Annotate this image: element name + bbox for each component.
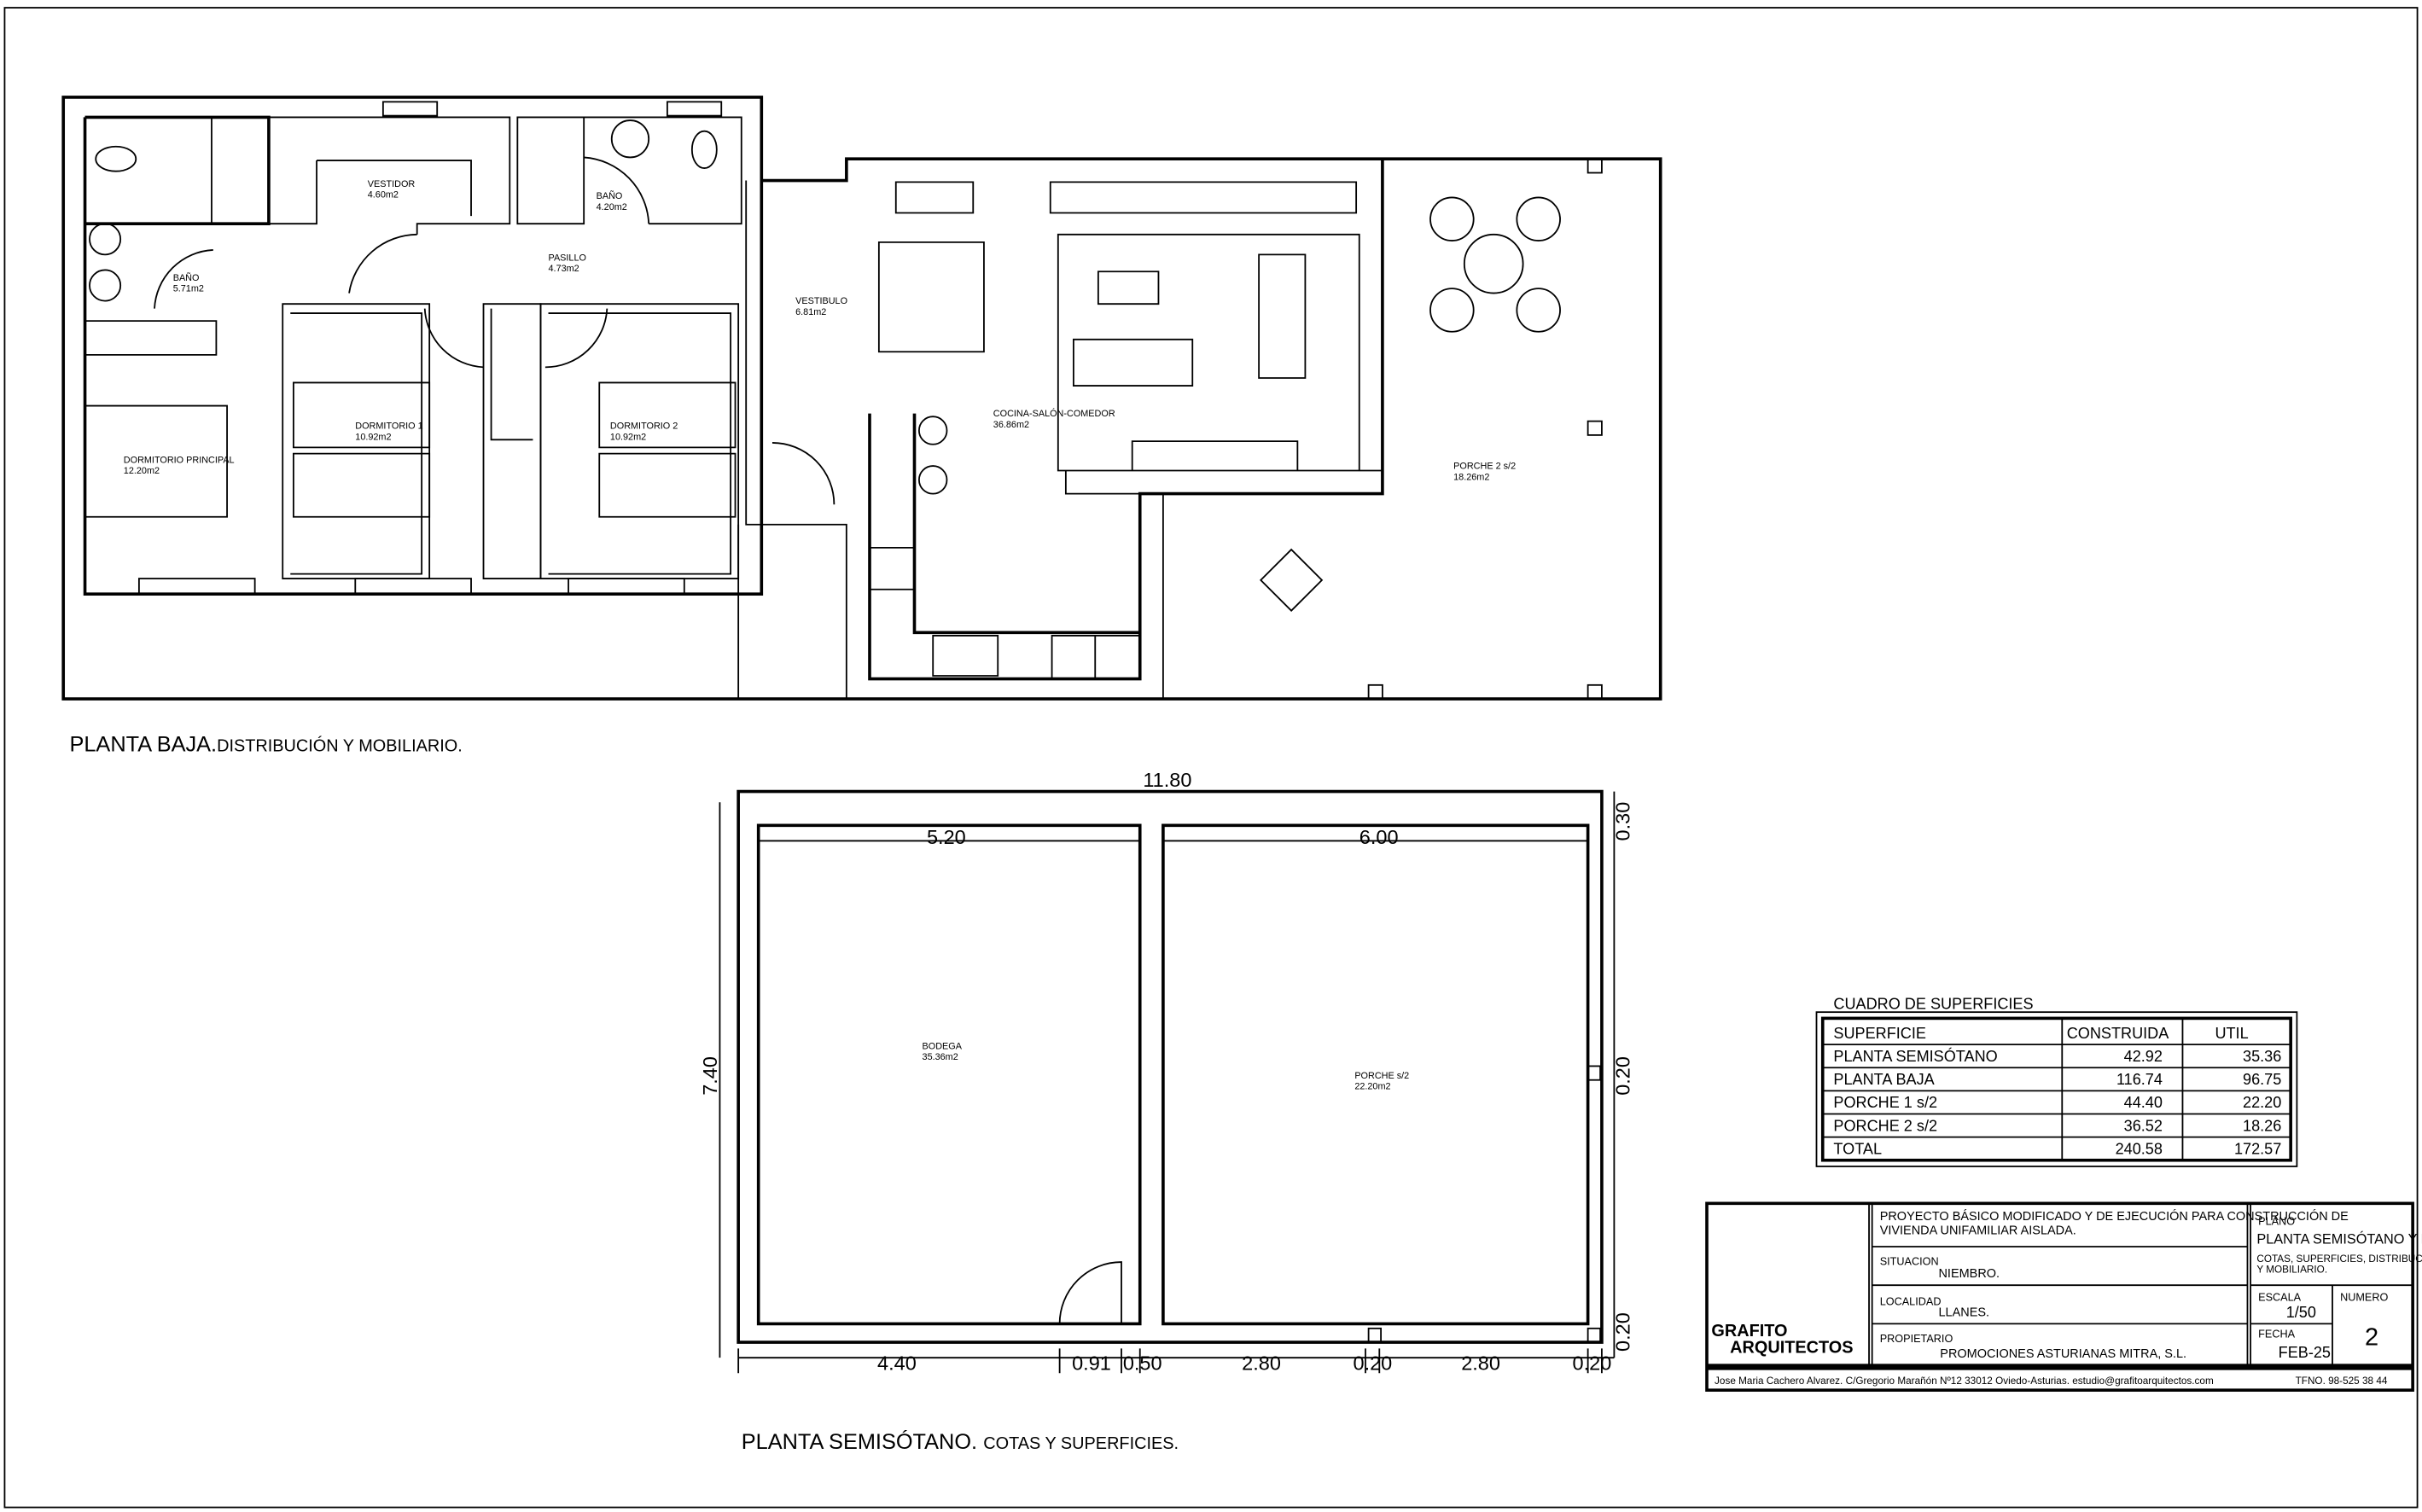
fecha-value: FEB-25 [2279, 1344, 2331, 1361]
room-area: 4.60m2 [368, 189, 399, 200]
room-name: BAÑO [173, 272, 200, 283]
plano-value: PLANTA SEMISÓTANO Y BAJA [2256, 1230, 2422, 1247]
svg-text:ARQUITECTOS: ARQUITECTOS [1730, 1339, 1853, 1358]
row-construida: 116.74 [2116, 1071, 2163, 1088]
room-area: 10.92m2 [355, 432, 391, 442]
room-name: PASILLO [549, 253, 586, 264]
row-label: TOTAL [1833, 1141, 1882, 1158]
row-label: PORCHE 1 s/2 [1833, 1094, 1937, 1111]
dim-bottom: 2.80 [1461, 1352, 1500, 1375]
dim-right-3: 0.20 [1611, 1312, 1633, 1352]
semisotano-dimensions: 11.80 5.20 6.00 7.40 0.30 0.20 0.20 4.40… [699, 769, 1634, 1374]
plano-label: PLANO [2258, 1216, 2295, 1228]
dim-right-width: 6.00 [1359, 826, 1399, 848]
room-name: VESTIDOR [368, 179, 416, 189]
localidad-label: LOCALIDAD [1880, 1296, 1942, 1308]
row-label: PLANTA BAJA [1833, 1071, 1935, 1088]
row-label: PLANTA SEMISÓTANO [1833, 1047, 1997, 1065]
header-superficie: SUPERFICIE [1833, 1025, 1926, 1042]
room-name: VESTIBULO [795, 296, 847, 306]
planta-baja-title: PLANTA BAJA.DISTRIBUCIÓN Y MOBILIARIO. [69, 733, 462, 757]
room-name: PORCHE 2 s/2 [1453, 462, 1516, 472]
dim-height: 7.40 [699, 1056, 721, 1096]
escala-value: 1/50 [2286, 1304, 2316, 1321]
room-name: PORCHE s/2 [1354, 1071, 1409, 1081]
row-construida: 36.52 [2124, 1117, 2163, 1134]
row-util: 96.75 [2243, 1071, 2281, 1088]
title-block: GRAFITO ARQUITECTOS PROYECTO BÁSICO MODI… [1705, 1201, 2422, 1392]
dim-bottom: 4.40 [877, 1352, 917, 1375]
dim-bottom: 0.91 [1072, 1352, 1111, 1375]
room-name: BODEGA [923, 1042, 963, 1052]
room-area: 6.81m2 [795, 307, 826, 317]
room-area: 4.73m2 [549, 264, 579, 274]
room-area: 4.20m2 [597, 202, 627, 212]
room-area: 12.20m2 [124, 466, 160, 476]
surface-table-title: CUADRO DE SUPERFICIES [1833, 996, 2033, 1013]
plano-desc1: COTAS, SUPERFICIES, DISTRIBUCIÓN [2256, 1253, 2422, 1265]
propietario-value: PROMOCIONES ASTURIANAS MITRA, S.L. [1940, 1347, 2186, 1361]
propietario-label: PROPIETARIO [1880, 1333, 1953, 1345]
room-name: DORMITORIO PRINCIPAL [124, 455, 235, 465]
row-util: 18.26 [2243, 1117, 2281, 1134]
dim-bottom: 0.20 [1354, 1352, 1393, 1375]
dim-left-width: 5.20 [927, 826, 966, 848]
row-util: 35.36 [2243, 1048, 2281, 1065]
row-construida: 240.58 [2116, 1141, 2163, 1158]
row-util: 172.57 [2234, 1141, 2281, 1158]
planta-semisotano-plan [719, 789, 1616, 1374]
room-name: BAÑO [597, 190, 623, 201]
room-area: 5.71m2 [173, 284, 204, 294]
dim-bottom: 2.80 [1242, 1352, 1281, 1375]
dim-total-width: 11.80 [1143, 769, 1191, 791]
row-util: 22.20 [2243, 1094, 2281, 1111]
room-name: DORMITORIO 2 [610, 422, 678, 432]
planta-baja-plan [61, 96, 1662, 701]
numero-value: 2 [2365, 1324, 2378, 1352]
row-construida: 42.92 [2124, 1048, 2163, 1065]
grafito-logo: GRAFITO ARQUITECTOS [1711, 1322, 1853, 1358]
plano-desc2: Y MOBILIARIO. [2256, 1265, 2327, 1276]
room-name: COCINA-SALÓN-COMEDOR [993, 408, 1115, 419]
row-label: PORCHE 2 s/2 [1833, 1117, 1937, 1134]
proyecto-line2: VIVIENDA UNIFAMILIAR AISLADA. [1880, 1224, 2076, 1238]
numero-label: NUMERO [2340, 1291, 2388, 1303]
row-construida: 44.40 [2124, 1094, 2163, 1111]
planta-baja-room-labels: VESTIDOR 4.60m2 BAÑO 4.20m2 PASILLO 4.73… [124, 179, 1516, 483]
header-util: UTIL [2215, 1025, 2248, 1042]
localidad-value: LLANES. [1938, 1306, 1989, 1319]
dim-right-2: 0.20 [1611, 1056, 1633, 1096]
room-area: 18.26m2 [1453, 472, 1489, 482]
footer-phone: TFNO. 98-525 38 44 [2296, 1375, 2388, 1387]
room-area: 10.92m2 [610, 432, 646, 442]
semisotano-room-labels: BODEGA 35.36m2 PORCHE s/2 22.20m2 [923, 1042, 1410, 1092]
fecha-label: FECHA [2258, 1329, 2295, 1340]
footer-address: Jose Maria Cachero Alvarez. C/Gregorio M… [1715, 1375, 2214, 1387]
room-name: DORMITORIO 1 [355, 422, 422, 432]
header-construida: CONSTRUIDA [2067, 1025, 2170, 1042]
dim-bottom: 0.50 [1123, 1352, 1162, 1375]
room-area: 35.36m2 [923, 1052, 958, 1062]
situacion-label: SITUACION [1880, 1256, 1939, 1268]
situacion-value: NIEMBRO. [1938, 1267, 2000, 1281]
surface-table: CUADRO DE SUPERFICIES SUPERFICIE CONSTRU… [1815, 996, 2298, 1167]
dim-right-1: 0.30 [1611, 802, 1633, 841]
escala-label: ESCALA [2258, 1291, 2302, 1303]
room-area: 22.20m2 [1354, 1082, 1390, 1092]
sheet-border [3, 7, 2419, 1509]
planta-semisotano-title: PLANTA SEMISÓTANO.COTAS Y SUPERFICIES. [742, 1429, 1179, 1454]
svg-text:GRAFITO: GRAFITO [1711, 1322, 1787, 1340]
room-area: 36.86m2 [993, 420, 1029, 430]
proyecto-line1: PROYECTO BÁSICO MODIFICADO Y DE EJECUCIÓ… [1880, 1209, 2349, 1224]
dim-bottom: 0.20 [1573, 1352, 1612, 1375]
